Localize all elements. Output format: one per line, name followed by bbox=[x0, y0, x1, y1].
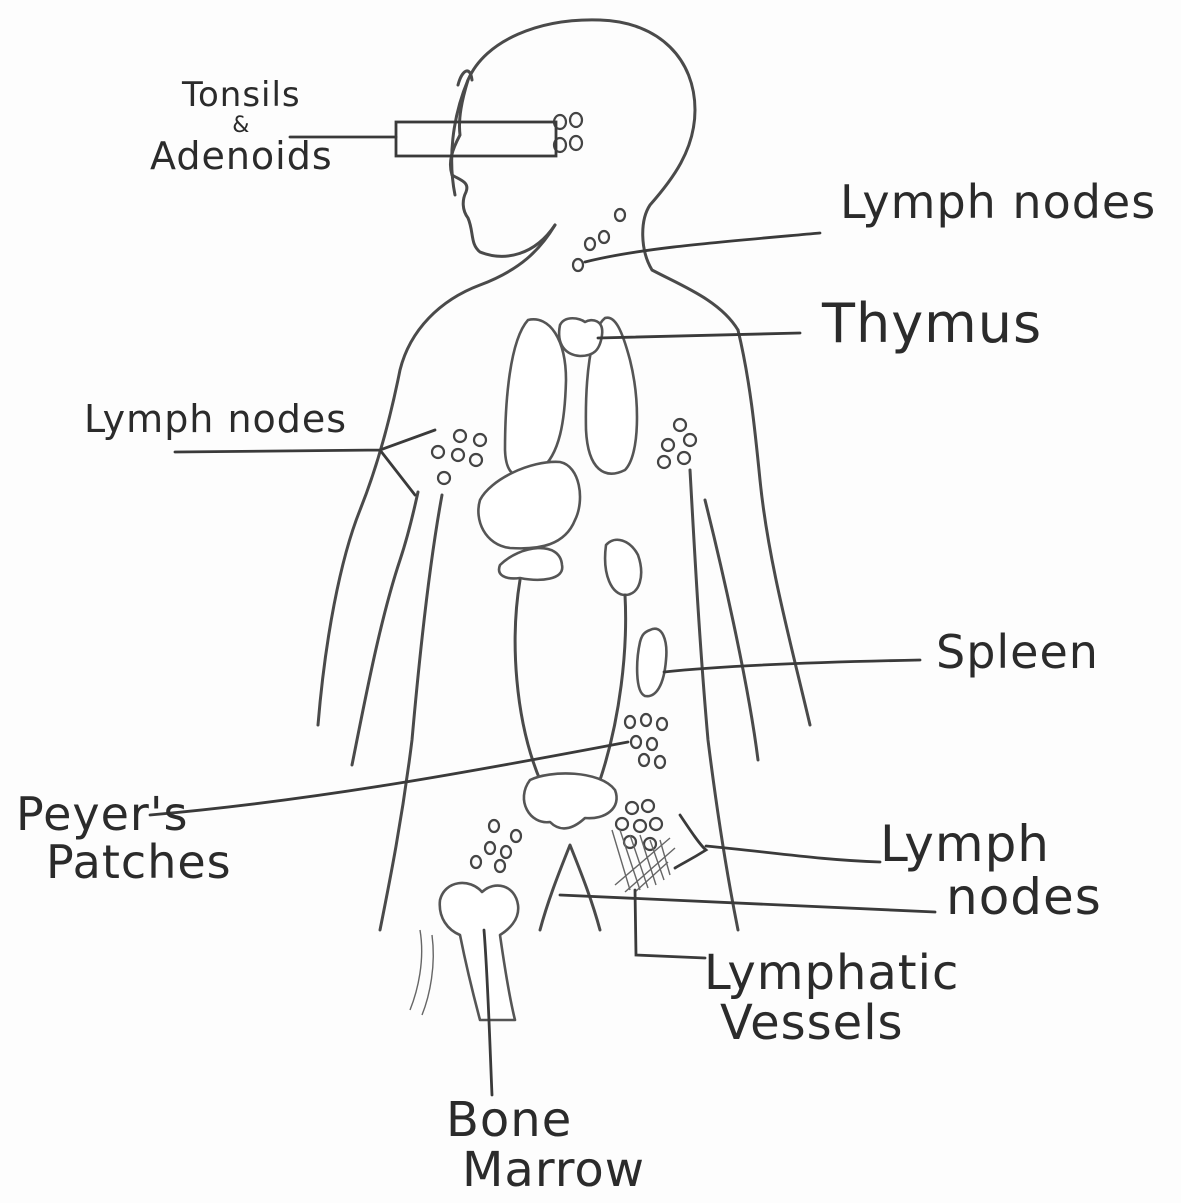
inner-arm-right bbox=[705, 500, 758, 760]
lymphatic-text: Lymphatic bbox=[704, 948, 959, 998]
peyers-node bbox=[647, 738, 657, 750]
femur-bone bbox=[440, 883, 518, 1020]
groin-node bbox=[634, 820, 646, 832]
armpit-node bbox=[454, 430, 466, 442]
organs bbox=[410, 318, 666, 1020]
peyers-node bbox=[641, 714, 651, 726]
peyers-text: Peyer's bbox=[16, 790, 232, 838]
torso-left bbox=[380, 495, 442, 930]
lymph-nodes-armpit-text: Lymph nodes bbox=[84, 400, 347, 440]
lymph-text: Lymph bbox=[880, 818, 1102, 871]
label-lymph-nodes-groin: Lymph nodes bbox=[880, 818, 1102, 923]
peyers-node bbox=[639, 754, 649, 766]
neck-node bbox=[599, 231, 609, 243]
face-profile bbox=[450, 80, 555, 256]
label-bone-marrow: Bone Marrow bbox=[432, 1095, 645, 1196]
spleen-organ bbox=[637, 629, 666, 696]
tonsil-pointer-box bbox=[396, 122, 556, 156]
tonsils-text: Tonsils bbox=[150, 78, 333, 114]
groin-node bbox=[616, 818, 628, 830]
armpit-node bbox=[662, 439, 674, 451]
lymph-nodes-neck-leader bbox=[585, 233, 820, 262]
groin-node bbox=[485, 842, 495, 854]
armpit-node bbox=[684, 434, 696, 446]
left-lung bbox=[505, 319, 566, 476]
leg-lines-2 bbox=[422, 935, 433, 1015]
armpit-node bbox=[432, 446, 444, 458]
marrow-text: Marrow bbox=[462, 1145, 645, 1195]
bladder bbox=[524, 773, 617, 828]
lymphatic-vessel-hatching bbox=[612, 830, 675, 892]
groin-node bbox=[644, 838, 656, 850]
label-spleen: Spleen bbox=[936, 628, 1099, 676]
armpit-node bbox=[658, 456, 670, 468]
groin-node bbox=[626, 802, 638, 814]
tonsil-node bbox=[570, 113, 582, 127]
thymus-gland bbox=[559, 318, 602, 356]
leg-lines-1 bbox=[410, 930, 422, 1010]
peyers-node bbox=[631, 736, 641, 748]
armpit-node bbox=[474, 434, 486, 446]
inner-arm-left bbox=[352, 492, 418, 765]
thymus-leader bbox=[598, 333, 800, 338]
spleen-text: Spleen bbox=[936, 628, 1099, 676]
armpit-node bbox=[678, 452, 690, 464]
vessels-text: Vessels bbox=[720, 998, 959, 1048]
kidney bbox=[499, 548, 562, 580]
adenoids-text: Adenoids bbox=[150, 137, 333, 177]
neck-node bbox=[585, 238, 595, 250]
lymph-nodes-neck-text: Lymph nodes bbox=[840, 178, 1156, 226]
bone-text: Bone bbox=[446, 1095, 645, 1145]
label-lymph-nodes-neck: Lymph nodes bbox=[840, 178, 1156, 226]
groin-node bbox=[471, 856, 481, 868]
label-lymphatic-vessels: Lymphatic Vessels bbox=[704, 948, 959, 1049]
neck-node bbox=[615, 209, 625, 221]
lymph-nodes-left-groin-leader bbox=[560, 895, 935, 912]
armpit-node bbox=[438, 472, 450, 484]
tonsil-node bbox=[570, 136, 582, 150]
peyers-node bbox=[625, 716, 635, 728]
groin-node bbox=[650, 818, 662, 830]
thymus-text: Thymus bbox=[822, 296, 1042, 353]
peyers-node bbox=[657, 718, 667, 730]
label-lymph-nodes-armpit: Lymph nodes bbox=[84, 400, 347, 440]
liver bbox=[478, 462, 580, 549]
armpit-node bbox=[452, 449, 464, 461]
head-outline bbox=[452, 20, 738, 330]
nodes-text: nodes bbox=[946, 871, 1102, 924]
lymph-nodes-groin-leader bbox=[675, 815, 880, 868]
intestine-left bbox=[515, 580, 540, 780]
stomach bbox=[605, 540, 641, 595]
peyers-node bbox=[655, 756, 665, 768]
patches-text: Patches bbox=[46, 838, 232, 886]
groin-node bbox=[501, 846, 511, 858]
groin-node bbox=[511, 830, 521, 842]
groin-node bbox=[489, 820, 499, 832]
label-thymus: Thymus bbox=[822, 296, 1042, 353]
label-tonsils-adenoids: Tonsils & Adenoids bbox=[150, 78, 333, 177]
groin-node bbox=[495, 860, 505, 872]
label-peyers-patches: Peyer's Patches bbox=[16, 790, 232, 887]
neck-node bbox=[573, 259, 583, 271]
armpit-node bbox=[674, 419, 686, 431]
armpit-node bbox=[470, 454, 482, 466]
intestine-right bbox=[600, 595, 626, 780]
inner-leg bbox=[540, 845, 600, 930]
groin-node bbox=[642, 800, 654, 812]
